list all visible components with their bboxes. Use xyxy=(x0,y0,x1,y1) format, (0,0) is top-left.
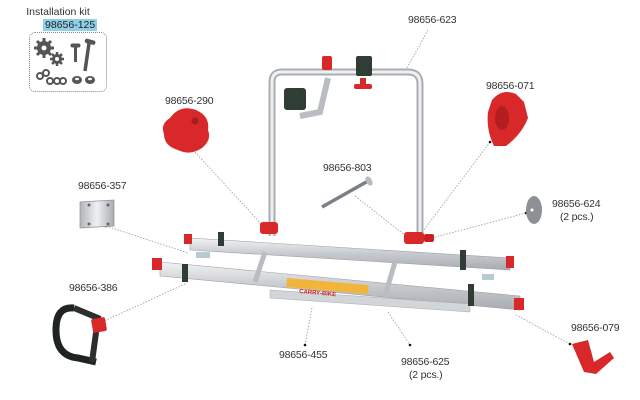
installation-kit-code: 98656-125 xyxy=(43,19,98,31)
part-label-624: 98656-624 xyxy=(552,198,601,210)
part-label-625: 98656-625 xyxy=(401,356,450,368)
installation-kit-box xyxy=(29,32,107,92)
mounting-bracket-part xyxy=(79,199,115,229)
dome-cap-part xyxy=(526,196,542,224)
chain-icon xyxy=(36,69,67,85)
part-label-623: 98656-623 xyxy=(408,14,457,26)
bolt-part xyxy=(321,176,373,209)
part-label-386: 98656-386 xyxy=(69,282,118,294)
frame-part xyxy=(260,56,434,244)
part-qty-624: (2 pcs.) xyxy=(560,211,594,223)
part-label-455: 98656-455 xyxy=(279,349,328,361)
part-label-803: 98656-803 xyxy=(323,162,372,174)
wheel-holder-part xyxy=(572,340,614,374)
ratchet-knob-part xyxy=(487,92,528,146)
gears-icon xyxy=(34,38,64,66)
part-qty-625: (2 pcs.) xyxy=(409,369,443,381)
svg-text:CARRY-BIKE: CARRY-BIKE xyxy=(299,289,337,298)
part-label-079: 98656-079 xyxy=(571,322,620,334)
strap-part xyxy=(52,304,107,366)
leader-lines xyxy=(101,29,571,346)
screws-icon xyxy=(70,38,96,72)
installation-kit-title: Installation kit xyxy=(26,6,90,18)
part-label-071: 98656-071 xyxy=(486,80,535,92)
rail-part: CARRY-BIKE xyxy=(152,232,524,313)
red-knob-part xyxy=(162,108,210,153)
nuts-icon xyxy=(72,76,95,84)
part-label-357: 98656-357 xyxy=(78,180,127,192)
part-label-290: 98656-290 xyxy=(165,95,214,107)
